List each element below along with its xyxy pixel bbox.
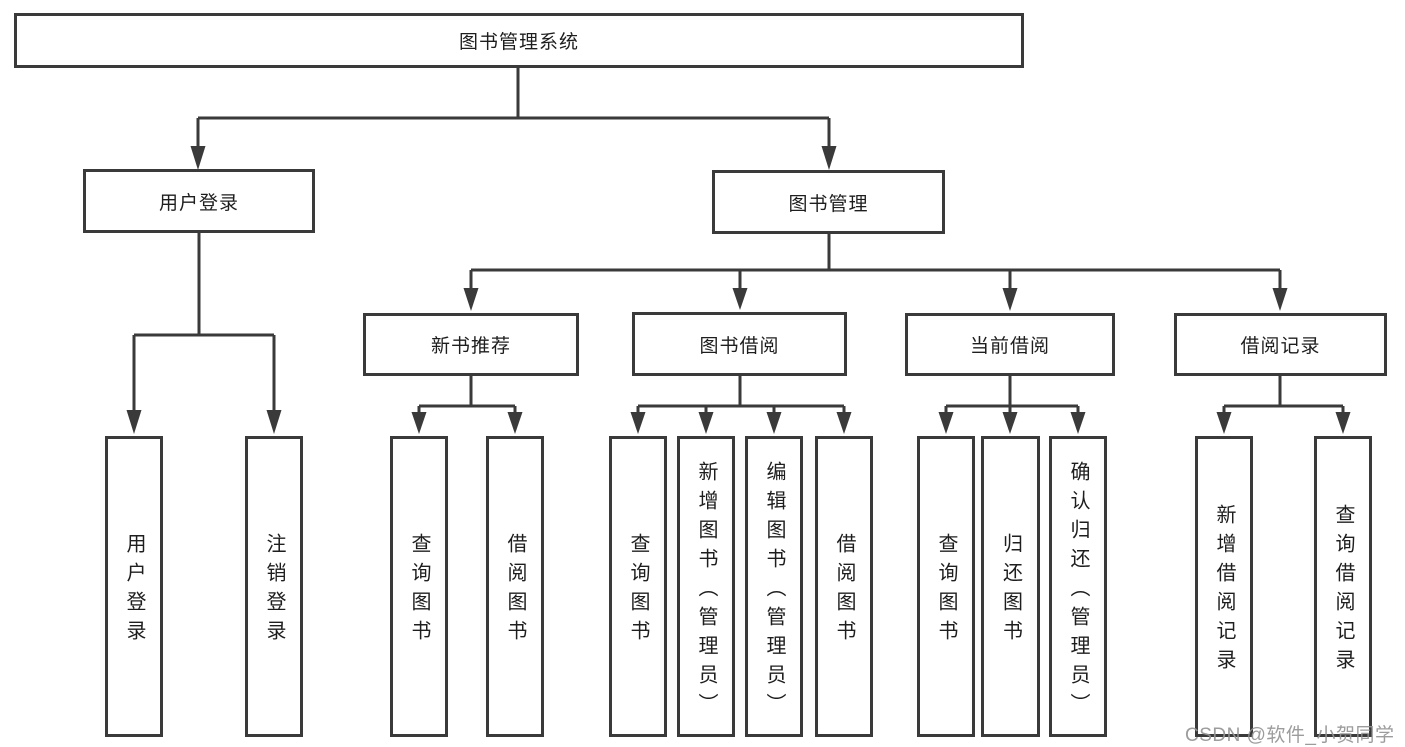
connector-book-mgmt-to-level3 [463,234,1288,311]
connector-new-rec-children [411,376,523,434]
node-user-login: 用户登录 [83,169,315,233]
arrowhead-icon [1335,412,1351,434]
arrowhead-icon [698,412,714,434]
arrowhead-icon [266,410,282,434]
node-new-book-recommend: 新书推荐 [363,313,579,376]
leaf-current-confirm-return-admin: 确认归还（管理员） [1049,436,1107,737]
arrowhead-icon [411,412,427,434]
node-borrowing-records: 借阅记录 [1174,313,1387,376]
arrowhead-icon [190,146,206,170]
leaf-current-query-books: 查询图书 [917,436,975,737]
leaf-logout: 注销登录 [245,436,303,737]
leaf-borrowing-edit-books-admin: 编辑图书（管理员） [745,436,803,737]
leaf-record-add-borrow-record: 新增借阅记录 [1195,436,1253,737]
arrowhead-icon [821,146,837,170]
connector-book-borrow-children [630,376,852,434]
leaf-borrowing-borrow-books: 借阅图书 [815,436,873,737]
arrowhead-icon [1002,288,1018,311]
arrowhead-icon [766,412,782,434]
arrowhead-icon [126,410,142,434]
node-current-borrowing: 当前借阅 [905,313,1115,376]
node-book-borrowing: 图书借阅 [632,312,847,376]
leaf-user-login: 用户登录 [105,436,163,737]
leaf-recommend-query-books: 查询图书 [390,436,448,737]
arrowhead-icon [836,412,852,434]
arrowhead-icon [1216,412,1232,434]
arrowhead-icon [630,412,646,434]
arrowhead-icon [463,288,479,311]
leaf-current-return-books: 归还图书 [981,436,1040,737]
arrowhead-icon [938,412,954,434]
connector-borrow-record-children [1216,376,1351,434]
leaf-recommend-borrow-books: 借阅图书 [486,436,544,737]
node-book-management: 图书管理 [712,170,945,234]
arrowhead-icon [1272,288,1288,311]
arrowhead-icon [1070,412,1086,434]
arrowhead-icon [732,288,748,310]
arrowhead-icon [507,412,523,434]
connector-current-borrow-children [938,376,1086,434]
leaf-borrowing-query-books: 查询图书 [609,436,667,737]
node-library-management-system: 图书管理系统 [14,13,1024,68]
connector-user-login-children [126,233,282,434]
connector-root-to-level2 [190,68,837,170]
arrowhead-icon [1002,412,1018,434]
csdn-watermark: CSDN @软件_小贺同学 [1185,725,1395,746]
leaf-borrowing-add-books-admin: 新增图书（管理员） [677,436,735,737]
leaf-record-query-borrow-record: 查询借阅记录 [1314,436,1372,737]
